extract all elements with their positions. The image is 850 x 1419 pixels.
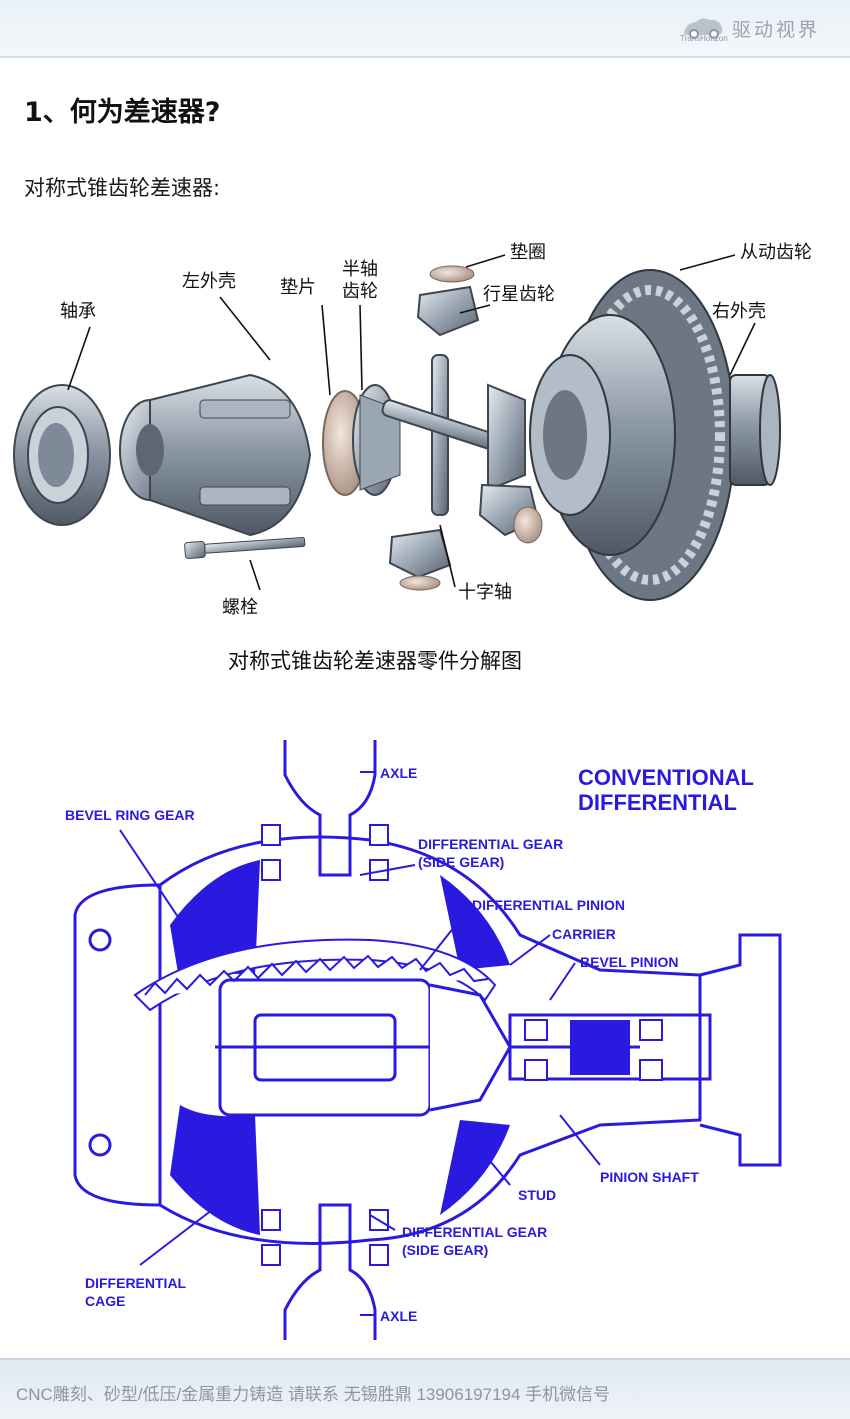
shim-right [513,506,543,544]
label-side-gear-2: 齿轮 [342,281,378,302]
label-axle-bottom: AXLE [380,1308,417,1324]
bearings [261,824,663,1266]
label-diff-gear-bot-1: DIFFERENTIAL GEAR [402,1224,547,1240]
housing-outline [73,740,782,1340]
label-axle-top: AXLE [380,765,417,781]
label-bevel-ring-gear: BEVEL RING GEAR [65,807,195,823]
bearing-part [13,384,111,526]
shim-bottom [399,575,441,591]
label-bolt: 螺栓 [222,597,258,618]
footer-contact-text: CNC雕刻、砂型/低压/金属重力铸造 请联系 无锡胜鼎 13906197194 … [16,1385,611,1404]
label-diff-gear-top-1: DIFFERENTIAL GEAR [418,836,563,852]
brand-name: 驱动视界 [731,18,820,41]
label-diff-cage-2: CAGE [85,1293,125,1309]
exploded-view-figure: 轴承 左外壳 垫片 半轴 齿轮 垫圈 行星齿轮 从动齿轮 右外壳 螺栓 十字轴 … [13,242,812,673]
label-carrier: CARRIER [552,926,616,942]
cross-shaft-part [381,354,519,516]
leader-lines [67,254,756,591]
brand-subtitle: TransHorizon [679,34,728,43]
label-side-gear-1: 半轴 [342,259,378,280]
top-banner: TransHorizon 驱动视界 [0,0,850,58]
pinion-shaft-shape [429,983,712,1112]
diagram-title-line2: DIFFERENTIAL [578,790,737,815]
label-pinion-shaft: PINION SHAFT [600,1169,699,1185]
label-left-case: 左外壳 [182,271,236,292]
planet-gear-top [416,285,480,337]
label-stud: STUD [518,1187,556,1203]
label-diff-pinion: DIFFERENTIAL PINION [472,897,625,913]
leader-lines-2 [119,771,601,1316]
side-gear-right [487,383,526,492]
label-right-case: 右外壳 [712,301,766,322]
label-shim: 垫圈 [510,242,546,263]
right-case-part [729,374,781,486]
label-driven-gear: 从动齿轮 [740,242,812,263]
section-heading: 1、何为差速器? [24,97,221,128]
bolt-part [184,536,306,559]
left-case-part [119,373,312,537]
pinion-bearing-fill [570,1020,630,1075]
diagram-title-line1: CONVENTIONAL [578,765,754,790]
label-bevel-pinion: BEVEL PINION [580,954,679,970]
section-subheading: 对称式锥齿轮差速器: [24,176,221,200]
label-diff-cage-1: DIFFERENTIAL [85,1275,187,1291]
label-washer: 垫片 [280,277,316,298]
conventional-differential-diagram: CONVENTIONAL DIFFERENTIAL AXLE BEVEL RIN… [65,740,782,1340]
label-diff-gear-bot-2: (SIDE GEAR) [402,1242,488,1258]
label-cross-shaft: 十字轴 [458,582,512,603]
label-diff-gear-top-2: (SIDE GEAR) [418,854,504,870]
shim-top [429,265,475,283]
label-bearing: 轴承 [60,301,96,322]
planet-gear-bottom [388,528,452,579]
bevel-ring-gear-shape [133,938,497,1012]
differential-cage-shape [215,978,640,1117]
footer-banner: CNC雕刻、砂型/低压/金属重力铸造 请联系 无锡胜鼎 13906197194 … [0,1358,850,1419]
figure1-caption: 对称式锥齿轮差速器零件分解图 [228,649,522,673]
car-cloud-logo-icon [683,18,723,39]
housing-cavity [170,860,510,1235]
brand-logo: TransHorizon 驱动视界 [680,12,820,44]
label-planet-gear: 行星齿轮 [483,284,555,305]
driven-gear-part [529,269,736,601]
